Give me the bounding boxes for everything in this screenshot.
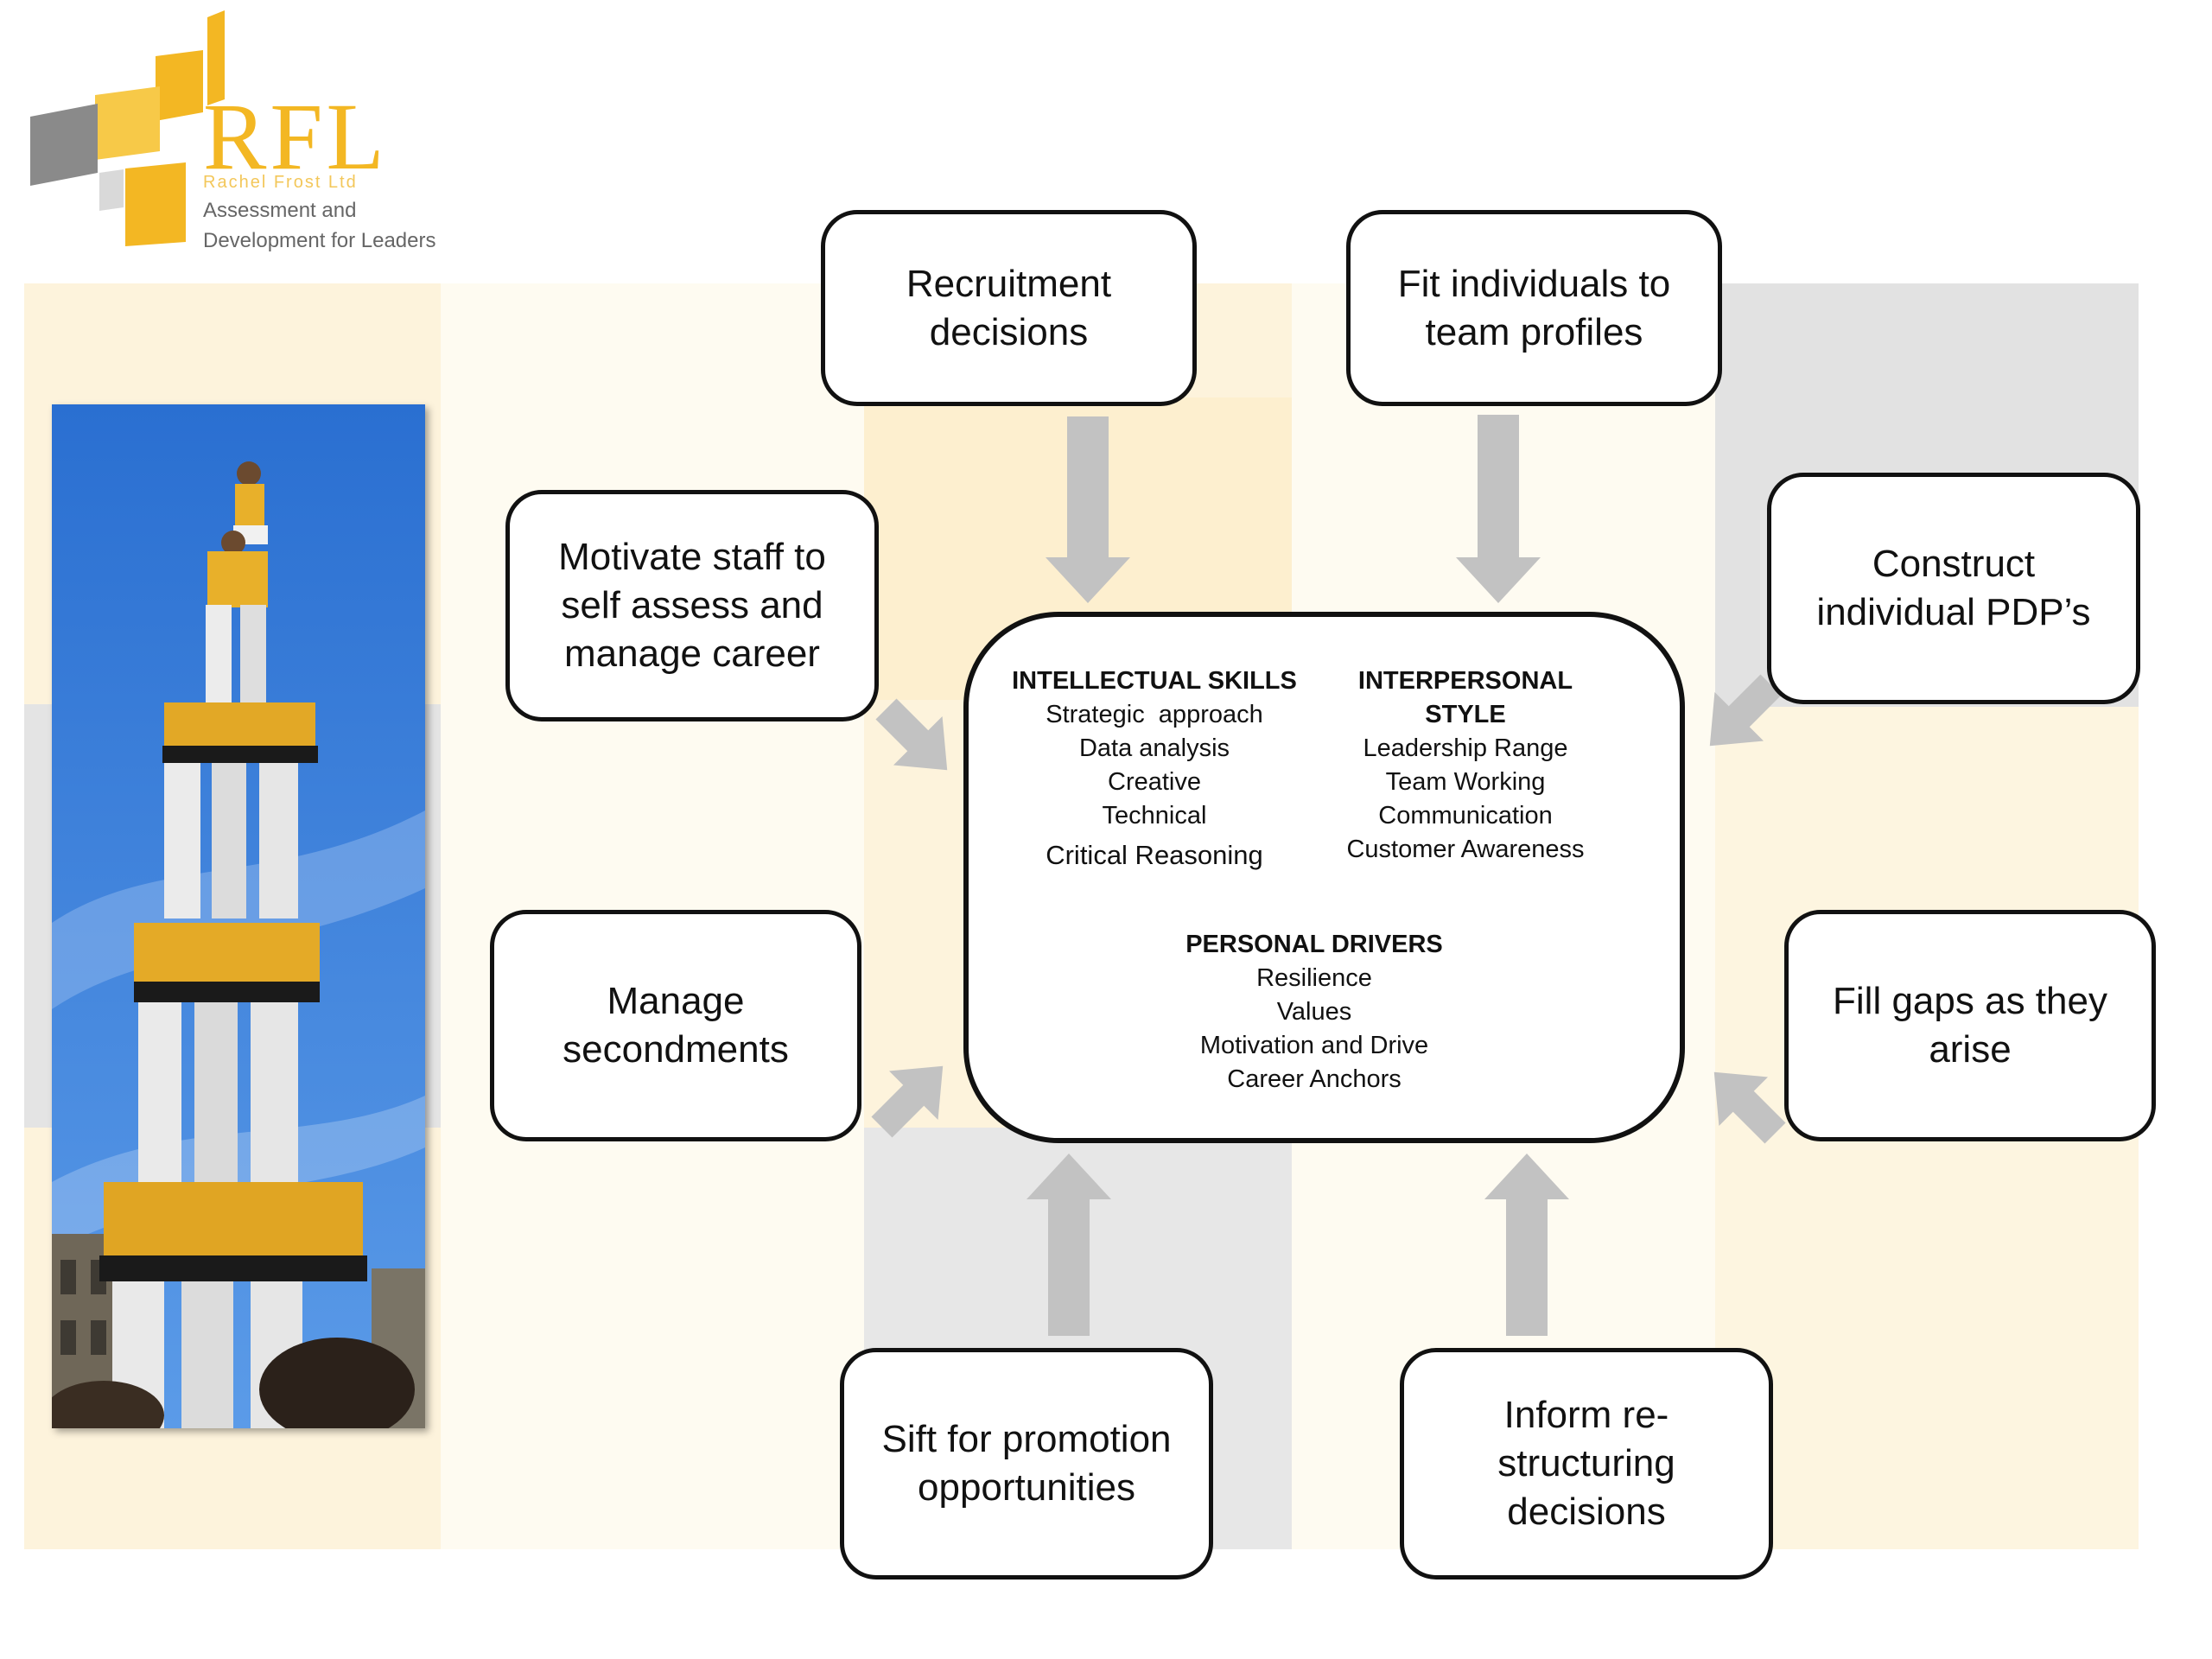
interpersonal-item: Team Working	[1385, 768, 1546, 796]
intellectual-item: Technical	[1102, 802, 1207, 830]
drivers-item: Motivation and Drive	[1199, 1032, 1429, 1059]
personal-drivers-heading: PERSONAL DRIVERS	[1185, 931, 1443, 958]
intellectual-skills-column: INTELLECTUAL SKILLS Strategic approach D…	[1012, 664, 1297, 872]
intellectual-item: Data analysis	[1078, 734, 1230, 762]
box-recruitment-label: Recruitment decisions	[906, 262, 1112, 353]
box-construct-label: Construct individual PDP’s	[1816, 543, 2091, 633]
human-tower-photo	[52, 404, 425, 1428]
box-inform-label: Inform re- structuring decisions	[1497, 1394, 1675, 1533]
box-inform-restructuring: Inform re- structuring decisions	[1400, 1348, 1773, 1580]
box-motivate-label: Motivate staff to self assess and manage…	[558, 536, 826, 675]
box-fit-individuals: Fit individuals to team profiles	[1346, 210, 1722, 406]
interpersonal-style-heading: INTERPERSONAL STYLE	[1357, 667, 1573, 728]
logo: RFL Rachel Frost Ltd Assessment and Deve…	[30, 0, 480, 259]
central-competency-box: INTELLECTUAL SKILLS Strategic approach D…	[963, 612, 1685, 1143]
box-sift-label: Sift for promotion opportunities	[881, 1418, 1172, 1509]
personal-drivers-column: PERSONAL DRIVERS Resilience Values Motiv…	[1167, 928, 1461, 1096]
box-secondments-label: Manage secondments	[563, 980, 789, 1071]
box-motivate-staff: Motivate staff to self assess and manage…	[505, 490, 879, 721]
box-construct-pdp: Construct individual PDP’s	[1767, 473, 2140, 704]
logo-tagline-2: Development for Leaders	[203, 229, 436, 252]
intellectual-item: Creative	[1108, 768, 1201, 796]
drivers-item: Values	[1276, 998, 1352, 1026]
intellectual-skills-heading: INTELLECTUAL SKILLS	[1012, 667, 1297, 695]
photo-illustration	[52, 404, 425, 1428]
logo-mark-icon	[30, 10, 225, 246]
box-recruitment-decisions: Recruitment decisions	[821, 210, 1197, 406]
box-fill-label: Fill gaps as they arise	[1833, 980, 2107, 1071]
interpersonal-item: Communication	[1378, 802, 1553, 830]
box-fit-label: Fit individuals to team profiles	[1397, 262, 1671, 353]
logo-tagline-1: Assessment and	[203, 199, 357, 222]
intellectual-item: Strategic approach	[1046, 701, 1263, 728]
drivers-item: Career Anchors	[1227, 1065, 1402, 1093]
drivers-item: Resilience	[1256, 964, 1372, 992]
logo-company: Rachel Frost Ltd	[203, 173, 358, 192]
box-fill-gaps: Fill gaps as they arise	[1784, 910, 2156, 1141]
box-manage-secondments: Manage secondments	[490, 910, 861, 1141]
interpersonal-style-column: INTERPERSONAL STYLE Leadership Range Tea…	[1319, 664, 1612, 867]
interpersonal-item: Leadership Range	[1363, 734, 1568, 762]
intellectual-item: Critical Reasoning	[1046, 840, 1263, 870]
box-sift-promotion: Sift for promotion opportunities	[840, 1348, 1213, 1580]
interpersonal-item: Customer Awareness	[1346, 836, 1585, 863]
logo-brand: RFL	[203, 84, 388, 189]
